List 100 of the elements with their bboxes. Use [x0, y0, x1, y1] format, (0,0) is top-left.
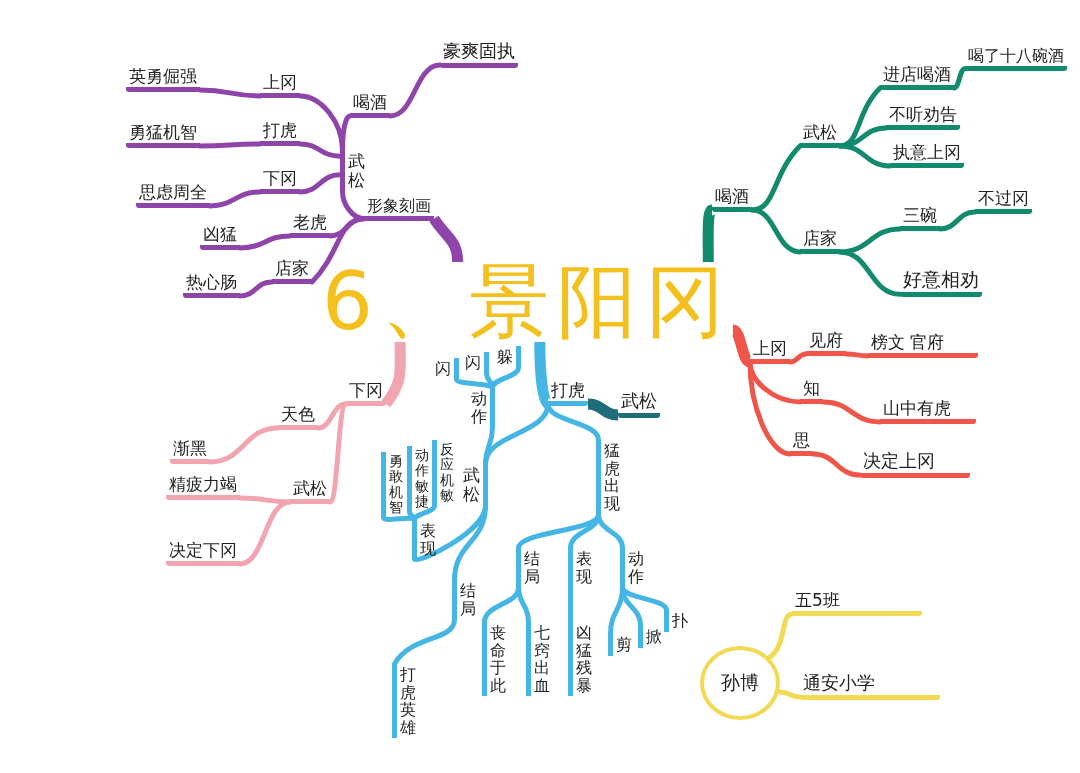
- branch-label: 躲: [494, 346, 521, 368]
- branch-label: 喝了十八碗酒: [965, 46, 1067, 72]
- branch-label: 天色: [278, 404, 318, 431]
- branch-label: 下冈: [260, 168, 300, 195]
- branch-label: 不过冈: [975, 188, 1032, 215]
- branch-line: [392, 616, 457, 667]
- branch-label: 英勇倔强: [126, 66, 200, 93]
- branch-line: [207, 189, 263, 209]
- branch-label: 动作敏捷: [407, 446, 432, 512]
- branch-label: 打虎英雄: [392, 664, 419, 739]
- branch-line: [309, 216, 367, 285]
- branch-label: 七窍出血: [526, 622, 553, 697]
- branch-label: 热心肠: [183, 272, 240, 299]
- branch-stem: [534, 341, 552, 408]
- branch-label: 掀: [638, 626, 665, 648]
- branch-label: 进店喝酒: [880, 64, 954, 91]
- branch-line: [297, 172, 343, 195]
- branch-line: [197, 87, 263, 99]
- branch-line: [787, 351, 809, 365]
- branch-label: 勇敢机智: [381, 452, 406, 518]
- branch-label: 动作: [468, 388, 495, 428]
- branch-stem: [702, 206, 716, 262]
- branch-line: [951, 66, 968, 91]
- branch-label: 凶猛残暴: [568, 622, 595, 697]
- branch-line: [837, 249, 903, 297]
- branch-label: 剪: [608, 634, 635, 656]
- branch-label: 勇猛机智: [126, 122, 200, 149]
- branch-line: [749, 207, 803, 255]
- branch-label: 凶猛: [200, 224, 240, 251]
- branch-line: [568, 584, 573, 625]
- branch-label: 武松: [800, 122, 840, 149]
- branch-label: 打虎: [260, 120, 300, 147]
- branch-label: 渐黑: [170, 438, 210, 465]
- branch-line: [237, 233, 293, 251]
- branch-label: 表现: [568, 548, 595, 588]
- branch-label: 不听劝告: [886, 104, 960, 131]
- branch-label: 反应机敏: [432, 440, 457, 506]
- branch-label: 上冈: [260, 72, 300, 99]
- branch-stem: [429, 215, 464, 263]
- branch-label: 武松: [340, 150, 368, 192]
- branch-label: 决定上冈: [860, 450, 970, 478]
- branch-label: 表现: [412, 520, 439, 560]
- branch-line: [837, 143, 893, 169]
- branch-label: 店家: [800, 228, 840, 255]
- branch-label: 猛虎出现: [596, 440, 623, 515]
- branch-label: 店家: [272, 258, 312, 285]
- branch-line: [516, 584, 531, 625]
- branch-label: 喝酒: [350, 92, 390, 119]
- branch-label: 见府: [806, 330, 846, 357]
- branch-label: 思: [790, 430, 813, 457]
- branch-label: 通安小学: [800, 672, 940, 700]
- branch-label: 精疲力竭: [166, 474, 240, 501]
- branch-line: [820, 399, 883, 425]
- branch-stem: [587, 398, 619, 421]
- branch-label: 三碗: [900, 205, 940, 232]
- branch-label: 武松: [290, 478, 330, 505]
- branch-label: 山中有虎: [880, 398, 976, 425]
- branch-line: [387, 62, 443, 119]
- central-topic: 6、景阳冈: [322, 262, 733, 342]
- branch-stem: [730, 325, 753, 367]
- branch-line: [810, 451, 863, 478]
- branch-label: 喝酒: [712, 186, 752, 213]
- branch-label: 下冈: [346, 380, 386, 407]
- branch-label: 知: [800, 378, 823, 405]
- branch-label: 榜文 官府: [868, 332, 978, 359]
- branch-line: [315, 401, 349, 431]
- branch-label: 结局: [516, 548, 543, 588]
- branch-label: 思虑周全: [136, 182, 210, 209]
- branch-line: [608, 584, 625, 637]
- branch-line: [237, 279, 275, 299]
- branch-label: 闪: [432, 358, 459, 380]
- branch-line: [237, 499, 293, 567]
- branch-label: 豪爽固执: [440, 40, 518, 68]
- branch-line: [207, 425, 281, 465]
- branch-label: 打虎: [548, 380, 588, 407]
- branch-line: [843, 351, 871, 359]
- branch-label: 执意上冈: [890, 142, 964, 169]
- branch-label: 五5班: [792, 590, 922, 617]
- branch-label: 决定下冈: [166, 540, 240, 567]
- branch-label: 武松: [460, 464, 488, 506]
- branch-label: 结局: [452, 580, 479, 620]
- branch-label: 丧命于此: [482, 622, 509, 697]
- topic-circle: 孙博: [700, 646, 780, 720]
- branch-line: [297, 141, 343, 159]
- branch-label: 好意相劝: [900, 268, 982, 297]
- branch-line: [483, 424, 495, 467]
- branch-label: 上冈: [750, 338, 790, 365]
- branch-label: 闪: [462, 352, 489, 374]
- branch-line: [297, 93, 345, 153]
- branch-line: [777, 689, 803, 700]
- branch-line: [197, 141, 263, 149]
- branch-label: 扑: [664, 610, 691, 632]
- branch-line: [452, 502, 488, 583]
- branch-label: 形象刻画: [364, 196, 434, 222]
- branch-line: [766, 611, 795, 661]
- branch-label: 武松: [618, 390, 660, 418]
- branch-label: 老虎: [290, 212, 330, 239]
- branch-label: 动作: [620, 548, 647, 588]
- branch-line: [937, 209, 978, 232]
- branch-line: [327, 401, 349, 505]
